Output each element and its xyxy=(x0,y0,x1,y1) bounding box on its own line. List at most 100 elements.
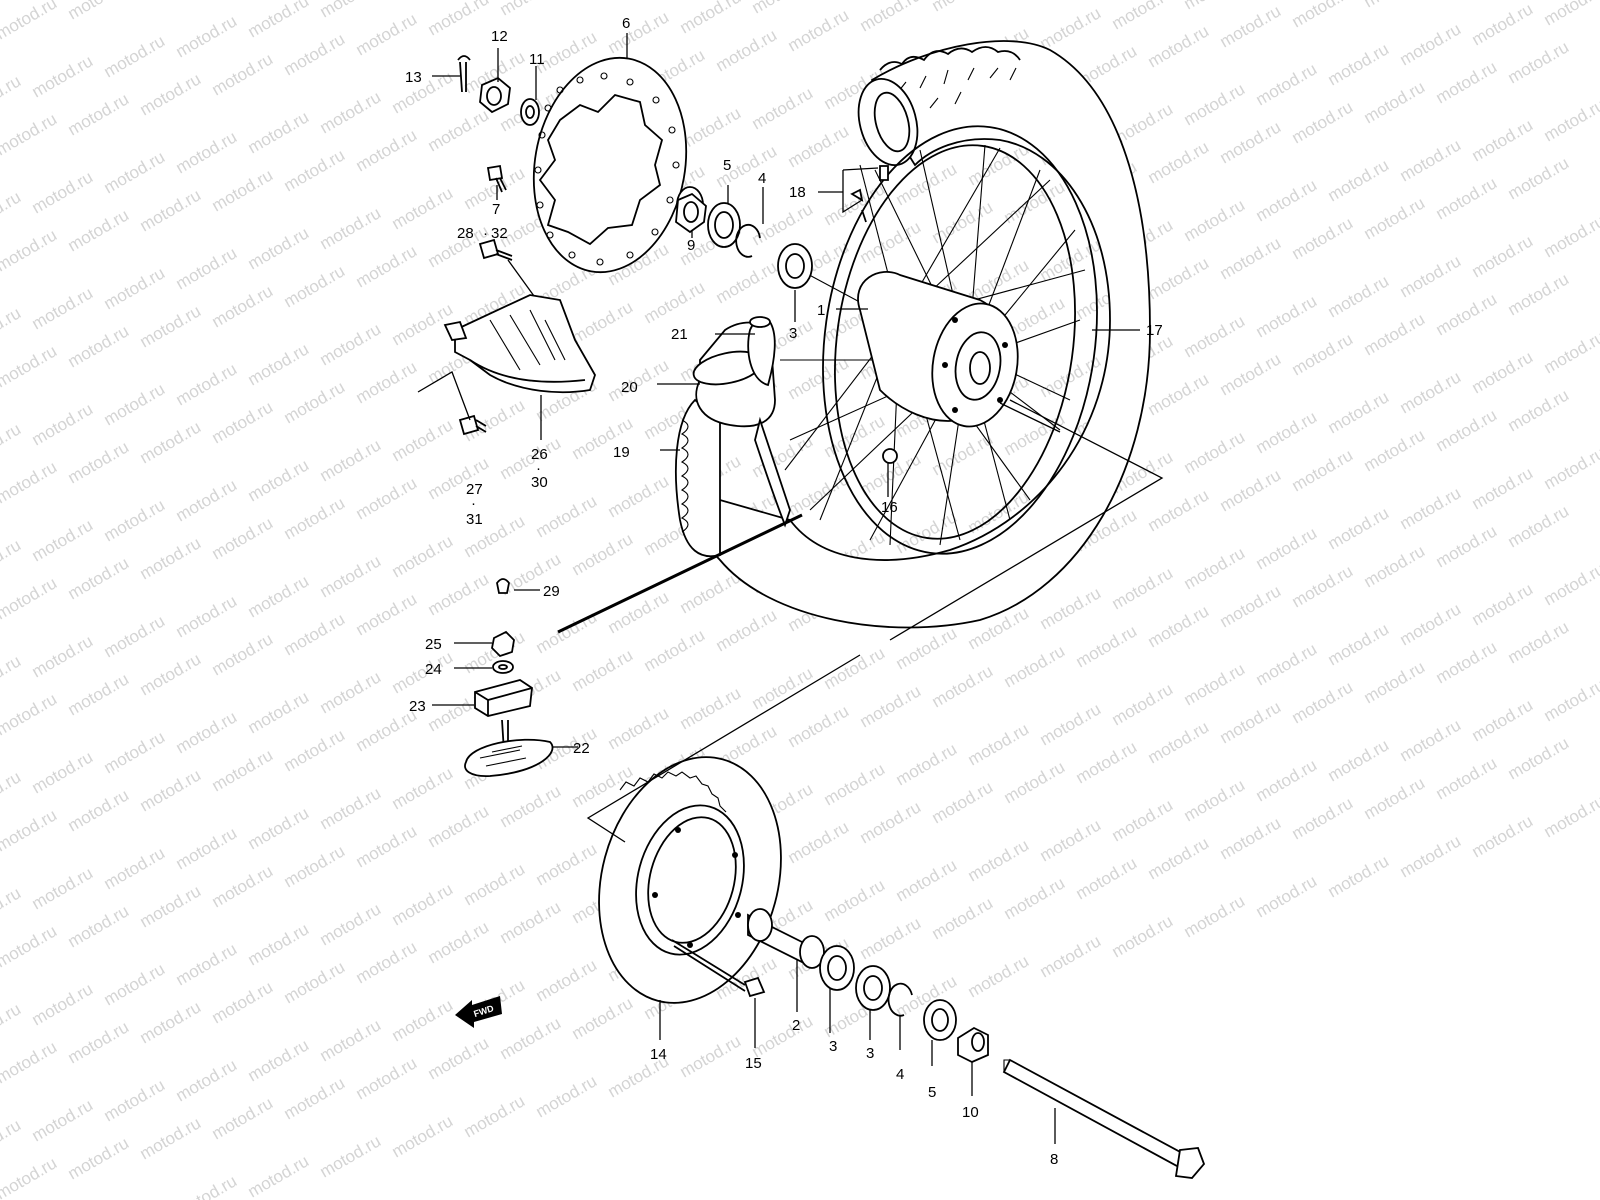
fwd-arrow-icon: FWD xyxy=(455,996,502,1028)
watermark-text: motod.ru xyxy=(1181,79,1249,129)
watermark-text: motod.ru xyxy=(1217,581,1285,631)
watermark-text: motod.ru xyxy=(1541,0,1600,29)
watermark-text: motod.ru xyxy=(893,623,961,673)
watermark-text: motod.ru xyxy=(65,669,133,719)
watermark-text: motod.ru xyxy=(29,863,97,913)
watermark-text: motod.ru xyxy=(137,881,205,931)
watermark-text: motod.ru xyxy=(0,1037,60,1087)
watermark-text: motod.ru xyxy=(1325,271,1393,321)
watermark-text: motod.ru xyxy=(101,727,169,777)
watermark-text: motod.ru xyxy=(101,1075,169,1125)
castle-nut xyxy=(479,76,511,114)
watermark-text: motod.ru xyxy=(0,303,24,353)
watermark-text: motod.ru xyxy=(173,243,241,293)
callout-11: 11 xyxy=(529,51,545,68)
watermark-text: motod.ru xyxy=(101,263,169,313)
watermark-text: motod.ru xyxy=(245,1151,313,1200)
callout-21: 21 xyxy=(671,326,688,343)
watermark-text: motod.ru xyxy=(173,707,241,757)
circlip-lower xyxy=(887,982,913,1017)
watermark-text: motod.ru xyxy=(1469,115,1537,165)
watermark-text: motod.ru xyxy=(0,999,24,1049)
oil-seal xyxy=(707,202,741,248)
callout-24: 24 xyxy=(425,661,442,678)
watermark-text: motod.ru xyxy=(857,797,925,847)
watermark-text: motod.ru xyxy=(1433,57,1501,107)
watermark-text: motod.ru xyxy=(1433,289,1501,339)
watermark-text: motod.ru xyxy=(1433,753,1501,803)
watermark-text: motod.ru xyxy=(1217,117,1285,167)
washer xyxy=(520,98,540,126)
watermark-text: motod.ru xyxy=(173,591,241,641)
watermark-text: motod.ru xyxy=(1181,891,1249,941)
watermark-text: motod.ru xyxy=(389,1111,457,1161)
watermark-text: motod.ru xyxy=(1001,757,1069,807)
watermark-text: motod.ru xyxy=(533,955,601,1005)
watermark-text: motod.ru xyxy=(137,1113,205,1163)
callout-32: 32 xyxy=(491,225,508,242)
watermark-text: motod.ru xyxy=(389,879,457,929)
watermark-text: motod.ru xyxy=(137,765,205,815)
watermark-text: motod.ru xyxy=(1469,463,1537,513)
watermark-text: motod.ru xyxy=(317,203,385,253)
watermark-text: motod.ru xyxy=(1073,853,1141,903)
leader-lines xyxy=(417,33,1140,1144)
watermark-text: motod.ru xyxy=(605,7,673,57)
watermark-text: motod.ru xyxy=(749,83,817,133)
watermark-text: motod.ru xyxy=(1397,831,1465,881)
watermark-text: motod.ru xyxy=(1289,0,1357,31)
watermark-text: motod.ru xyxy=(29,979,97,1029)
callout-29: 29 xyxy=(543,583,560,600)
watermark-text: motod.ru xyxy=(65,1133,133,1183)
watermark-text: motod.ru xyxy=(245,687,313,737)
watermark-text: motod.ru xyxy=(281,377,349,427)
watermark-text: motod.ru xyxy=(1289,329,1357,379)
watermark-text: motod.ru xyxy=(0,883,24,933)
watermark-text: motod.ru xyxy=(101,147,169,197)
watermark-text: motod.ru xyxy=(569,761,637,811)
watermark-text: motod.ru xyxy=(1325,39,1393,89)
watermark-text: motod.ru xyxy=(1289,793,1357,843)
watermark-text: motod.ru xyxy=(965,719,1033,769)
watermark-text: motod.ru xyxy=(245,223,313,273)
watermark-text: motod.ru xyxy=(0,187,24,237)
watermark-text: motod.ru xyxy=(1073,737,1141,787)
watermark-text: motod.ru xyxy=(0,767,24,817)
watermark-text: motod.ru xyxy=(929,0,997,15)
watermark-text: motod.ru xyxy=(281,841,349,891)
callout-28: 28 xyxy=(457,225,474,242)
watermark-text: motod.ru xyxy=(1289,213,1357,263)
watermark-text: motod.ru xyxy=(137,69,205,119)
watermark-text: motod.ru xyxy=(137,0,205,3)
watermark-text: motod.ru xyxy=(1325,735,1393,785)
watermark-text: motod.ru xyxy=(65,437,133,487)
callout-18: 18 xyxy=(789,184,806,201)
watermark-text: motod.ru xyxy=(461,859,529,909)
watermark-text: motod.ru xyxy=(1181,0,1249,13)
callout-23: 23 xyxy=(409,698,426,715)
watermark-text: motod.ru xyxy=(1469,347,1537,397)
watermark-text: motod.ru xyxy=(605,703,673,753)
callout-5-upper: 5 xyxy=(723,157,731,174)
watermark-text: motod.ru xyxy=(29,167,97,217)
watermark-text: motod.ru xyxy=(353,937,421,987)
watermark-text: motod.ru xyxy=(389,67,457,117)
watermark-text: motod.ru xyxy=(1361,193,1429,243)
watermark-text: motod.ru xyxy=(1217,349,1285,399)
watermark-text: motod.ru xyxy=(1253,523,1321,573)
valve xyxy=(850,165,889,223)
watermark-text: motod.ru xyxy=(785,121,853,171)
watermark-text: motod.ru xyxy=(1037,815,1105,865)
adjuster-nut xyxy=(491,630,515,658)
watermark-text: motod.ru xyxy=(1181,311,1249,361)
callout-17: 17 xyxy=(1146,322,1163,339)
axle-collar xyxy=(957,1026,989,1063)
watermark-text: motod.ru xyxy=(281,1073,349,1123)
watermark-text: motod.ru xyxy=(569,645,637,695)
watermark-text: motod.ru xyxy=(29,399,97,449)
watermark-text: motod.ru xyxy=(389,763,457,813)
watermark-text: motod.ru xyxy=(1289,445,1357,495)
watermark-text: motod.ru xyxy=(137,997,205,1047)
watermark-text: motod.ru xyxy=(317,667,385,717)
watermark-text: motod.ru xyxy=(1325,503,1393,553)
